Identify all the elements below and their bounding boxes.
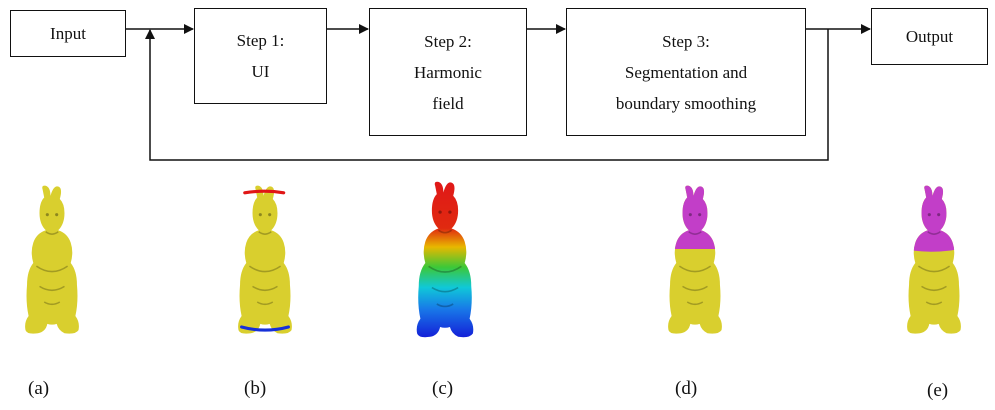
bunny-a-plain-mesh [24, 184, 80, 335]
ui-stroke-blue [240, 325, 290, 332]
step1-box: Step 1: UI [194, 8, 327, 104]
step3-box: Step 3: Segmentation and boundary smooth… [566, 8, 806, 136]
step2-box: Step 2: Harmonic field [369, 8, 527, 136]
bunny-b-ui-strokes [237, 184, 293, 335]
step3-line2: boundary smoothing [615, 93, 757, 113]
input-box: Input [10, 10, 126, 57]
caption-a: (a) [28, 378, 50, 399]
bunny-d-segmented [667, 184, 723, 335]
step1-title: Step 1: [236, 31, 285, 50]
bunny-c-harmonic-field [415, 180, 475, 339]
step2-line2: field [432, 93, 464, 113]
step2-title: Step 2: [424, 31, 472, 51]
step3-line1: Segmentation and [624, 62, 748, 82]
step2-line1: Harmonic [414, 62, 482, 82]
caption-d: (d) [675, 378, 698, 399]
caption-c: (c) [432, 378, 454, 399]
input-label: Input [50, 24, 86, 43]
output-box: Output [871, 8, 988, 65]
output-label: Output [905, 27, 954, 46]
feedback-loop [145, 29, 829, 161]
caption-b: (b) [244, 378, 267, 399]
step3-title: Step 3: [662, 31, 710, 51]
bunny-e-output [906, 184, 962, 335]
ui-stroke-red [243, 189, 286, 195]
step1-text: UI [251, 62, 270, 81]
caption-e: (e) [927, 380, 949, 401]
